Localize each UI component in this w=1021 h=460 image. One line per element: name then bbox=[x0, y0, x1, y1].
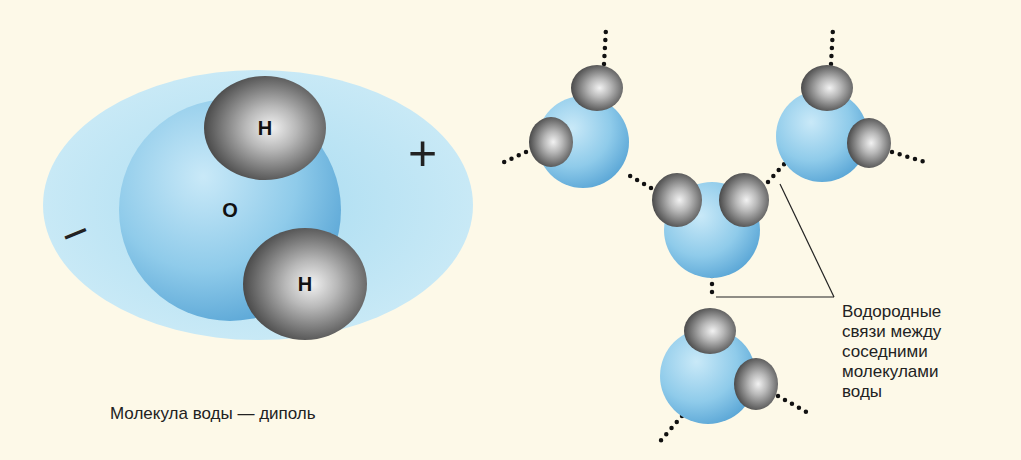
charge-sign: + bbox=[408, 126, 437, 181]
water-molecule bbox=[776, 65, 891, 182]
atom-symbol: H bbox=[258, 117, 272, 140]
leader-line bbox=[716, 184, 834, 297]
caption-text: Молекула воды — диполь bbox=[110, 405, 316, 424]
callout-label: Водородные связи между соседними молекул… bbox=[842, 302, 941, 402]
hydrogen-atom: H bbox=[204, 76, 326, 180]
hydrogen-atom: H bbox=[243, 228, 367, 340]
water-molecule bbox=[529, 65, 629, 188]
atom-symbol: H bbox=[298, 273, 312, 296]
atom-symbol: O bbox=[222, 199, 238, 222]
water-molecule bbox=[652, 173, 769, 278]
dipole-field bbox=[43, 70, 473, 340]
water-molecule bbox=[660, 308, 778, 424]
